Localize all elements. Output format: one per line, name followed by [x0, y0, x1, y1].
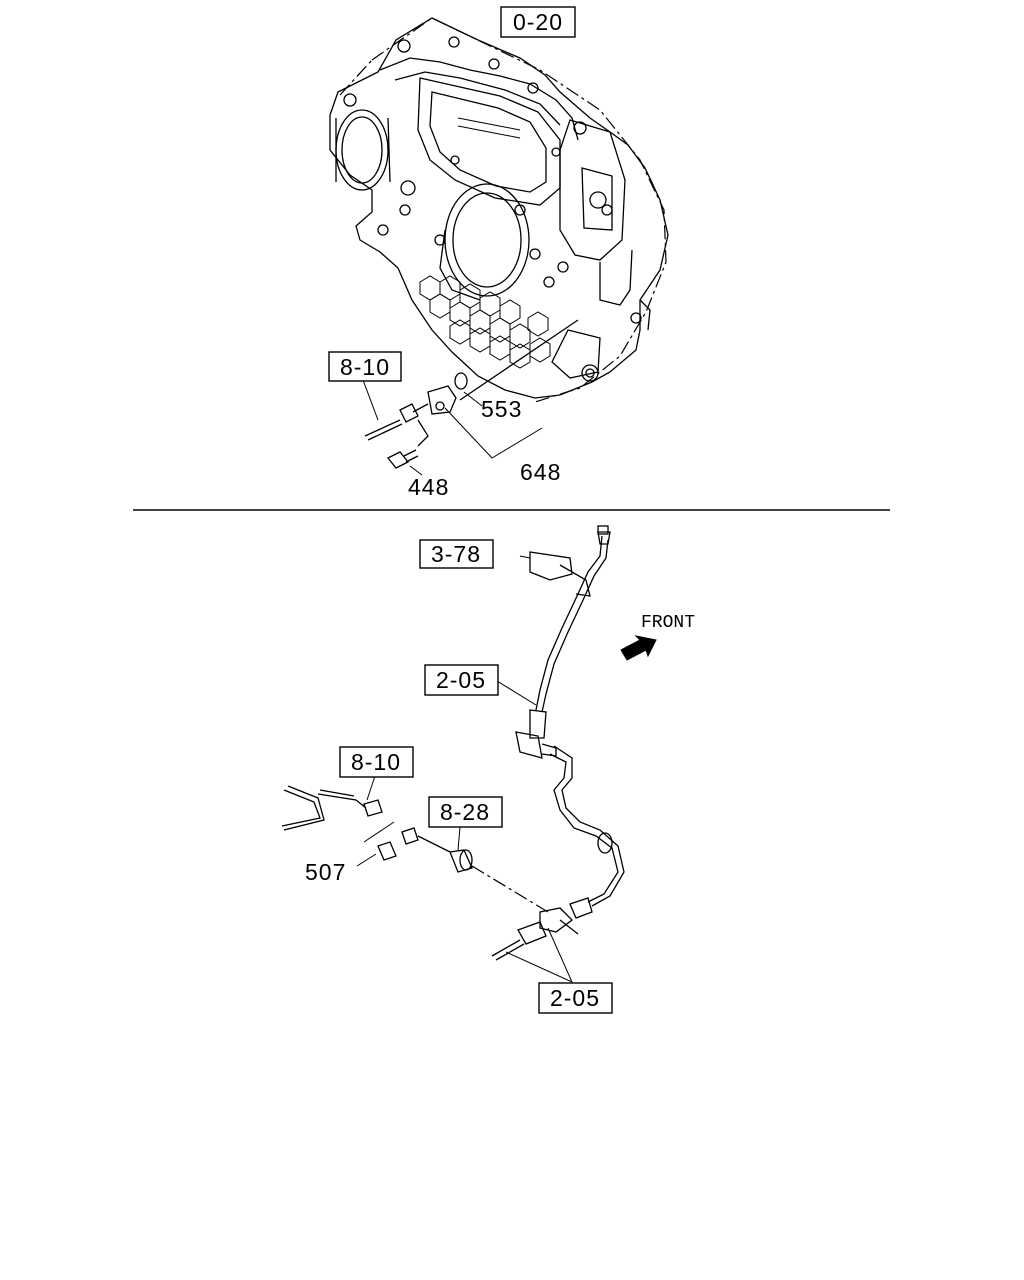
callout-label: 8-10	[351, 749, 401, 775]
callout-label: 8-28	[440, 799, 490, 825]
part-number-507: 507	[305, 859, 346, 885]
callout-2-05-upper: 2-05	[424, 664, 499, 696]
callout-8-10-bottom: 8-10	[339, 746, 414, 778]
callout-label: 0-20	[513, 9, 563, 35]
wiring-harness	[281, 775, 549, 913]
sensor-tube-assembly	[491, 525, 657, 983]
o-ring-553	[454, 372, 468, 390]
callout-8-28: 8-28	[428, 796, 503, 828]
front-arrow-icon	[620, 635, 657, 661]
part-number-448: 448	[408, 474, 449, 500]
callout-label: 2-05	[550, 985, 600, 1011]
part-number-648: 648	[520, 459, 561, 485]
front-label: FRONT	[641, 613, 695, 633]
callout-label: 3-78	[431, 541, 481, 567]
sensor-8-28	[449, 849, 473, 873]
flywheel-housing	[329, 17, 669, 403]
sensor-648	[427, 385, 457, 415]
part-number-553: 553	[481, 396, 522, 422]
bolt-448	[386, 451, 410, 469]
callout-label: 8-10	[340, 354, 390, 380]
callout-3-78: 3-78	[419, 539, 494, 569]
callout-8-10-top: 8-10	[328, 351, 402, 382]
callout-0-20: 0-20	[500, 6, 576, 38]
crank-sensor-assembly	[362, 319, 579, 476]
callout-2-05-lower: 2-05	[538, 982, 613, 1014]
connector-507	[377, 841, 397, 861]
callout-label: 2-05	[436, 667, 486, 693]
